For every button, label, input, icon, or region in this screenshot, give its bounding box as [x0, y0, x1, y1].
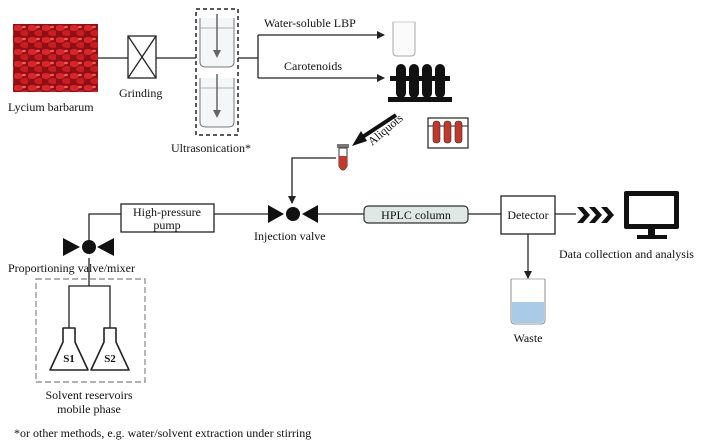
sample-tube-icon: [337, 144, 349, 171]
proportioning-label: Proportioning valve/mixer: [8, 261, 135, 275]
arrow-to-injection-valve: [288, 157, 336, 204]
solvent-reservoirs-box: [35, 278, 146, 383]
aliquots-rack-icon: [427, 117, 469, 149]
monitor-icon: [624, 191, 679, 239]
reservoirs-label-line2: mobile phase: [57, 402, 121, 416]
ultrasonication-label: Ultrasonication*: [171, 141, 251, 155]
aliquots-arrow: [352, 131, 367, 146]
source-label: Lycium barbarum: [8, 100, 94, 114]
injection-valve-label: Injection valve: [254, 229, 326, 243]
high-pressure-pump-box: [120, 203, 215, 233]
connector-line: [89, 285, 111, 330]
connector-line: [68, 285, 89, 330]
chevrons-icon: [577, 207, 614, 223]
lycium-barbarum-photo: [13, 24, 98, 92]
waste-beaker-icon: [510, 278, 546, 325]
reservoirs-label-line1: Solvent reservoirs: [46, 388, 133, 402]
s2-label: S2: [104, 353, 116, 365]
beaker-icon: [392, 21, 416, 57]
footnote: *or other methods, e.g. water/solvent ex…: [14, 426, 311, 440]
detector-box: [500, 195, 556, 235]
waste-label: Waste: [513, 331, 542, 345]
connector-line: [88, 213, 121, 246]
grinding-label: Grinding: [119, 86, 162, 100]
proportioning-valve-icon: [63, 238, 114, 256]
water-soluble-label: Water-soluble LBP: [264, 16, 356, 30]
injection-valve-icon: [268, 205, 318, 223]
test-tube-rack-icon: [388, 64, 452, 102]
carotenoids-label: Carotenoids: [284, 59, 342, 73]
ultrasonication-icon: [195, 8, 239, 136]
flask-s2-icon: [90, 327, 130, 371]
detector-label: Detector: [507, 208, 548, 222]
s1-label: S1: [63, 353, 75, 365]
grinder-icon: [127, 35, 157, 79]
pump-label-line2: pump: [153, 218, 180, 232]
data-collection-label: Data collection and analysis: [559, 247, 694, 261]
hplc-column-label: HPLC column: [381, 208, 451, 222]
pump-label-line1: High-pressure: [133, 205, 201, 219]
flask-s1-icon: [49, 327, 89, 371]
